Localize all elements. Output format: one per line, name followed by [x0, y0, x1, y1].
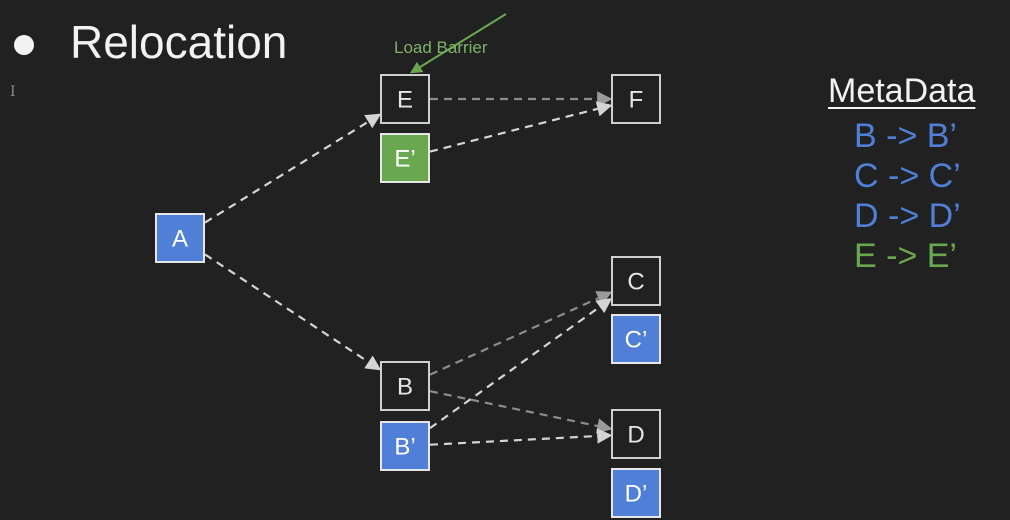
- node-d-label: D: [627, 422, 644, 449]
- metadata-row-c: C -> C’: [854, 157, 961, 195]
- node-b-label: B: [397, 374, 413, 401]
- node-c-label: C: [627, 269, 644, 296]
- node-a-box: [155, 213, 205, 263]
- edge-b-prime-to-d: [429, 428, 613, 446]
- edge-a-to-e: [204, 113, 382, 224]
- metadata-row-d: D -> D’: [854, 197, 961, 235]
- edge-b-to-c: [429, 291, 613, 376]
- bullet-point-icon: [14, 35, 34, 55]
- node-c-prime: C’: [611, 314, 661, 364]
- node-e-prime-box: [380, 133, 430, 183]
- node-b-prime: B’: [380, 421, 430, 471]
- node-f-label: F: [629, 87, 644, 114]
- node-e-label: E: [397, 87, 413, 114]
- node-e-prime-label: E’: [394, 146, 415, 173]
- load-barrier-arrow: [409, 13, 507, 74]
- node-d-box: [611, 409, 661, 459]
- metadata-list: B -> B’ C -> C’ D -> D’ E -> E’: [828, 116, 1003, 276]
- node-e-prime: E’: [380, 133, 430, 183]
- node-d-prime-box: [611, 468, 661, 518]
- node-c-prime-label: C’: [625, 327, 648, 354]
- edge-e-prime-to-f: [429, 101, 613, 153]
- node-c-prime-box: [611, 314, 661, 364]
- node-f-box: [611, 74, 661, 124]
- node-d-prime-label: D’: [625, 481, 648, 508]
- node-a-label: A: [172, 226, 188, 253]
- edge-b-to-d: [429, 390, 613, 434]
- node-b: B: [380, 361, 430, 411]
- node-b-prime-label: B’: [394, 434, 415, 461]
- node-b-box: [380, 361, 430, 411]
- load-barrier-label: Load Barrier: [394, 38, 488, 57]
- node-c-box: [611, 256, 661, 306]
- metadata-row-b: B -> B’: [854, 117, 957, 155]
- node-f: F: [611, 74, 661, 124]
- edge-a-to-b: [204, 253, 382, 371]
- node-c: C: [611, 256, 661, 306]
- node-d: D: [611, 409, 661, 459]
- node-a: A: [155, 213, 205, 263]
- node-e: E: [380, 74, 430, 124]
- metadata-panel: MetaData B -> B’ C -> C’ D -> D’ E -> E’: [828, 70, 1003, 276]
- nodes-layer: A E E’ F B B’ C C’ D D’: [155, 74, 661, 518]
- edge-b-prime-to-c: [429, 297, 613, 430]
- node-d-prime: D’: [611, 468, 661, 518]
- slide-title: Relocation: [70, 16, 288, 68]
- node-b-prime-box: [380, 421, 430, 471]
- text-cursor-icon: I: [10, 84, 16, 100]
- metadata-row-e: E -> E’: [854, 237, 957, 275]
- metadata-title: MetaData: [828, 72, 976, 110]
- node-e-box: [380, 74, 430, 124]
- edges-layer: [204, 91, 613, 446]
